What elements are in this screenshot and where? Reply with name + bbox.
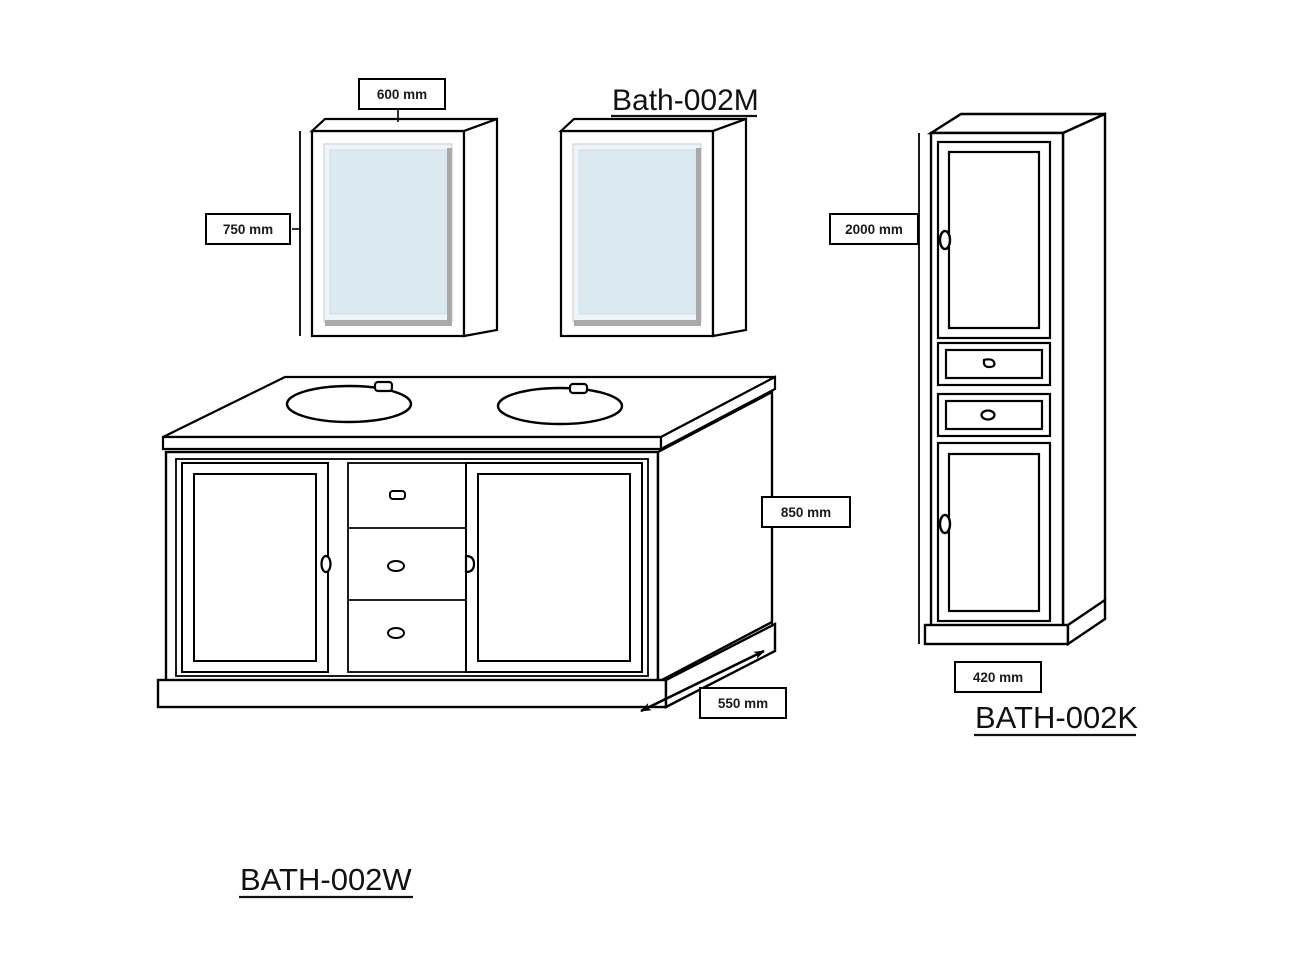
dim-2000mm-leader <box>909 133 920 644</box>
dim-420mm-box <box>954 661 1042 693</box>
title-bath-002w: BATH-002W <box>240 862 412 897</box>
tall-cabinet <box>923 112 1107 647</box>
dim-2000mm-label: 2000 mm <box>845 222 903 237</box>
tall-door-lower-knob-icon[interactable] <box>938 513 952 535</box>
vanity-drawer-stack <box>347 462 471 673</box>
tall-door-lower[interactable] <box>936 441 1052 623</box>
dim-550mm-box <box>699 687 787 719</box>
vanity-door-right-panel <box>477 473 631 662</box>
tall-plinth-side <box>1066 597 1107 647</box>
dim-850mm-box <box>761 496 851 528</box>
vanity-door-right[interactable] <box>464 462 643 673</box>
mirror-cabinet-right <box>558 117 748 338</box>
vanity-drawer-2-knob-icon[interactable] <box>387 560 405 572</box>
vanity-door-left-knob-icon[interactable] <box>320 554 332 574</box>
dim-600mm-label: 600 mm <box>377 87 427 102</box>
tall-drawer-1-knob-icon[interactable] <box>982 358 996 369</box>
vanity-drawer-2[interactable] <box>348 560 470 601</box>
dim-600mm-box <box>358 78 446 110</box>
tall-door-upper-knob-icon[interactable] <box>938 229 952 251</box>
dim-750mm-box <box>205 213 291 245</box>
dim-750mm-leader <box>292 131 301 336</box>
mirror-cabinet-left <box>309 117 499 338</box>
vanity-door-left[interactable] <box>181 462 332 673</box>
tall-plinth-front <box>923 623 1070 646</box>
dim-750mm-label: 750 mm <box>223 222 273 237</box>
vanity-door-right-knob-icon[interactable] <box>464 554 476 574</box>
mirror-left-glass <box>329 149 447 315</box>
vanity-drawer-column <box>347 462 471 673</box>
mirror-left-side-face <box>462 117 499 338</box>
vanity-tap-left <box>373 380 394 393</box>
vanity-drawer-3[interactable] <box>387 627 405 639</box>
tall-drawer-2-panel <box>944 399 1044 431</box>
mirror-right-glass-bottom-shadow <box>574 320 701 326</box>
mirror-left-glass-right-shadow <box>447 148 452 320</box>
mirror-right-glass-right-shadow <box>696 148 701 320</box>
vanity-worktop-front-edge <box>161 435 663 451</box>
tall-door-upper-panel <box>947 150 1041 330</box>
vanity-drawer-1[interactable] <box>348 490 470 529</box>
dim-850mm-label: 850 mm <box>781 505 831 520</box>
mirror-right-side-face <box>711 117 748 338</box>
vanity-basin-right <box>496 386 624 426</box>
vanity-worktop-right-edge <box>659 375 777 451</box>
mirror-left-glass-bottom-shadow <box>325 320 452 326</box>
vanity-door-left-panel <box>193 473 317 662</box>
dim-550mm-label: 550 mm <box>718 696 768 711</box>
vanity-tap-right <box>568 382 589 395</box>
vanity-unit <box>156 375 777 709</box>
title-bath-002m: Bath-002M <box>612 84 759 117</box>
tall-side-face <box>1061 112 1107 636</box>
vanity-plinth-front <box>156 678 668 709</box>
dim-2000mm-box <box>829 213 919 245</box>
vanity-drawer-1-knob-icon[interactable] <box>389 490 406 500</box>
vanity-frame-outline <box>175 458 649 677</box>
tall-drawer-2-knob-icon[interactable] <box>980 409 996 421</box>
mirror-right-glass <box>578 149 696 315</box>
tall-drawer-2[interactable] <box>936 392 1052 438</box>
tall-door-upper[interactable] <box>936 140 1052 340</box>
dim-420mm-label: 420 mm <box>973 670 1023 685</box>
dim-550mm-arrow <box>640 649 765 713</box>
tall-door-lower-panel <box>947 452 1041 613</box>
tall-drawer-1[interactable] <box>936 341 1052 387</box>
vanity-drawer-3-knob-icon[interactable] <box>387 627 405 639</box>
title-bath-002k: BATH-002K <box>975 700 1138 735</box>
vanity-basin-left <box>285 384 413 424</box>
